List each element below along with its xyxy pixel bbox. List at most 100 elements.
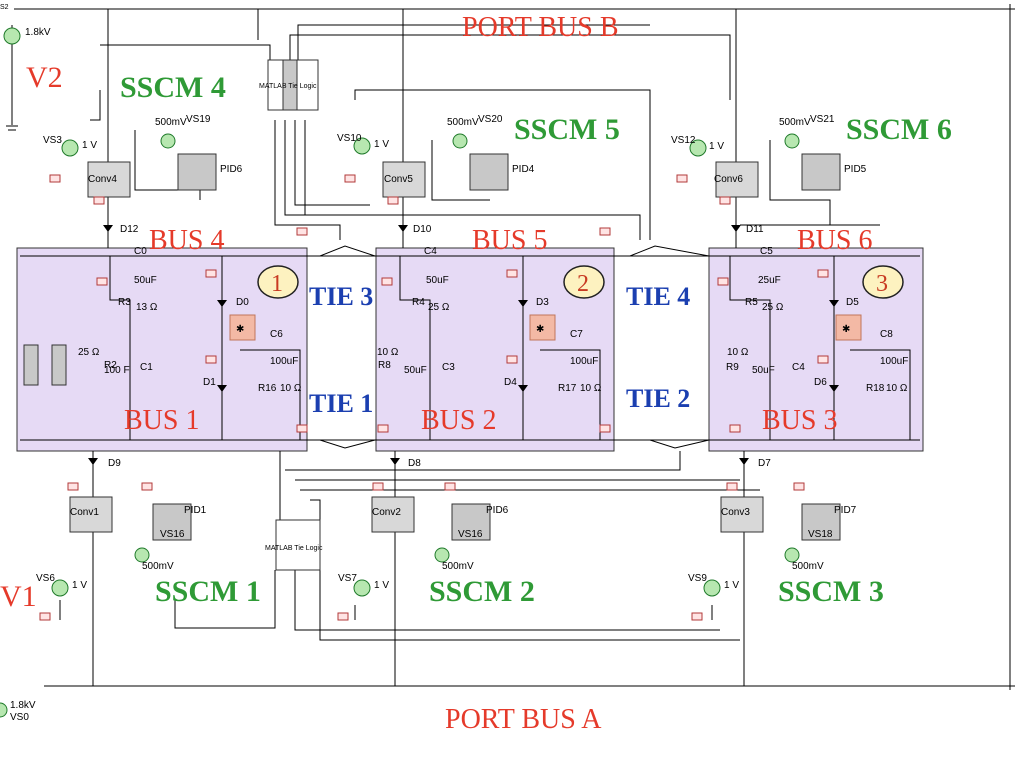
diode-label-d9: D9: [108, 458, 121, 469]
sscm-5: VS10 1 V Conv5 500mV VS20 PID4 SSCM 5: [337, 113, 620, 198]
vs12-label: VS12: [671, 135, 696, 146]
svg-text:C8: C8: [880, 329, 893, 340]
probe-icon: [691, 612, 703, 621]
pid1-label: PID1: [184, 505, 207, 516]
svg-text:50uF: 50uF: [404, 365, 427, 376]
v1-label: V1: [0, 580, 37, 613]
svg-text:50uF: 50uF: [134, 275, 157, 286]
bus-number-oval-1: [257, 265, 299, 299]
vs10-value: 1 V: [374, 139, 389, 150]
svg-text:R2: R2: [104, 360, 117, 371]
probe-icon: [719, 196, 731, 205]
svg-text:✱: ✱: [842, 324, 850, 335]
conv1-block: [69, 496, 113, 533]
vs16a-source: [134, 547, 150, 563]
main-source-top: [3, 27, 21, 45]
svg-text:25 Ω: 25 Ω: [762, 302, 784, 313]
conv1-label: Conv1: [70, 507, 99, 518]
svg-text:100uF: 100uF: [880, 356, 908, 367]
diode-label-d8: D8: [408, 458, 421, 469]
svg-text:D5: D5: [846, 297, 859, 308]
probe-icon: [381, 277, 393, 286]
diode-d9: [88, 458, 98, 465]
svg-text:50uF: 50uF: [752, 365, 775, 376]
svg-text:100uF: 100uF: [570, 356, 598, 367]
probe-icon: [372, 482, 384, 491]
diode-label-d12: D12: [120, 224, 139, 235]
conv5-label: Conv5: [384, 174, 413, 185]
bus-number-oval-2: [563, 265, 605, 299]
vs18-source: [784, 547, 800, 563]
diodes: [88, 225, 839, 465]
vs20-label: VS20: [478, 114, 503, 125]
svg-text:10 Ω: 10 Ω: [886, 383, 908, 394]
vs21-label: VS21: [810, 114, 835, 125]
pid6-label: PID6: [220, 164, 243, 175]
conv6-label: Conv6: [714, 174, 743, 185]
probe-icon: [296, 227, 308, 236]
bus-4-label: BUS 4: [149, 225, 224, 256]
vs19-value: 500mV: [155, 117, 187, 128]
probe-icons: [39, 174, 829, 621]
probe-icon: [599, 424, 611, 433]
probe-icon: [599, 227, 611, 236]
port-bus-b-label: PORT BUS B: [462, 12, 619, 43]
probe-icon: [817, 269, 829, 278]
pid4-block: [469, 153, 509, 191]
sscm-1: Conv1 PID1 VS16 500mV VS6 1 V SSCM 1: [36, 496, 261, 608]
vs21-value: 500mV: [779, 117, 811, 128]
logic-block-bottom-label: MATLAB Tie Logic: [265, 545, 323, 552]
sscm-4: VS3 1 V Conv4 500mV VS19 PID6 SSCM 4: [43, 71, 243, 198]
sscm-1-label: SSCM 1: [155, 575, 261, 608]
svg-text:25 Ω: 25 Ω: [428, 302, 450, 313]
svg-text:C4: C4: [792, 362, 805, 373]
main-source-top-value: 1.8kV: [25, 27, 51, 38]
vs9-label: VS9: [688, 573, 707, 584]
vs20-source: [452, 133, 468, 149]
vs21-source: [784, 133, 800, 149]
wiring: [6, 4, 1015, 690]
main-source-bottom: [0, 702, 8, 718]
vs16b-value: 500mV: [442, 561, 474, 572]
probe-icon: [96, 277, 108, 286]
probe-icon: [506, 355, 518, 364]
main-source-bottom-value: 1.8kV: [10, 700, 36, 711]
pid5-block: [801, 153, 841, 191]
vs9-value: 1 V: [724, 580, 739, 591]
bus-number-1: 1: [271, 271, 283, 297]
diode-d7: [739, 458, 749, 465]
pid1-block: [152, 503, 192, 541]
sscm-4-label: SSCM 4: [120, 71, 226, 104]
probe-icon: [726, 482, 738, 491]
vs7-label: VS7: [338, 573, 357, 584]
pid6b-block: [451, 503, 491, 541]
vs12-source: [689, 139, 707, 157]
svg-text:R9: R9: [726, 362, 739, 373]
svg-text:✱: ✱: [236, 324, 244, 335]
vs16a-label: VS16: [160, 529, 185, 540]
probe-icon: [676, 174, 688, 183]
diode-label-d11: D11: [746, 224, 764, 235]
tie-3-label: TIE 3: [309, 282, 373, 311]
logic-block-bottom: [275, 519, 321, 571]
vs6-value: 1 V: [72, 580, 87, 591]
sscm-2: Conv2 PID6 VS16 500mV VS7 1 V SSCM 2: [338, 496, 535, 608]
svg-text:R17: R17: [558, 383, 577, 394]
sscm-6: VS12 1 V Conv6 500mV VS21 PID5 SSCM 6: [671, 113, 952, 198]
vs20-value: 500mV: [447, 117, 479, 128]
vs10-label: VS10: [337, 133, 362, 144]
svg-text:10 Ω: 10 Ω: [727, 347, 749, 358]
svg-text:C6: C6: [270, 329, 283, 340]
vs16a-value: 500mV: [142, 561, 174, 572]
svg-text:C4: C4: [424, 246, 437, 257]
conv6-block: [715, 161, 759, 198]
probe-icon: [67, 482, 79, 491]
diode-d12: [103, 225, 113, 232]
bus-3-label: BUS 3: [762, 405, 837, 436]
vs16b-source: [434, 547, 450, 563]
vs12-value: 1 V: [709, 141, 724, 152]
main-source-bottom-name: VS0: [10, 712, 29, 723]
svg-text:D6: D6: [814, 377, 827, 388]
sscm-2-label: SSCM 2: [429, 575, 535, 608]
